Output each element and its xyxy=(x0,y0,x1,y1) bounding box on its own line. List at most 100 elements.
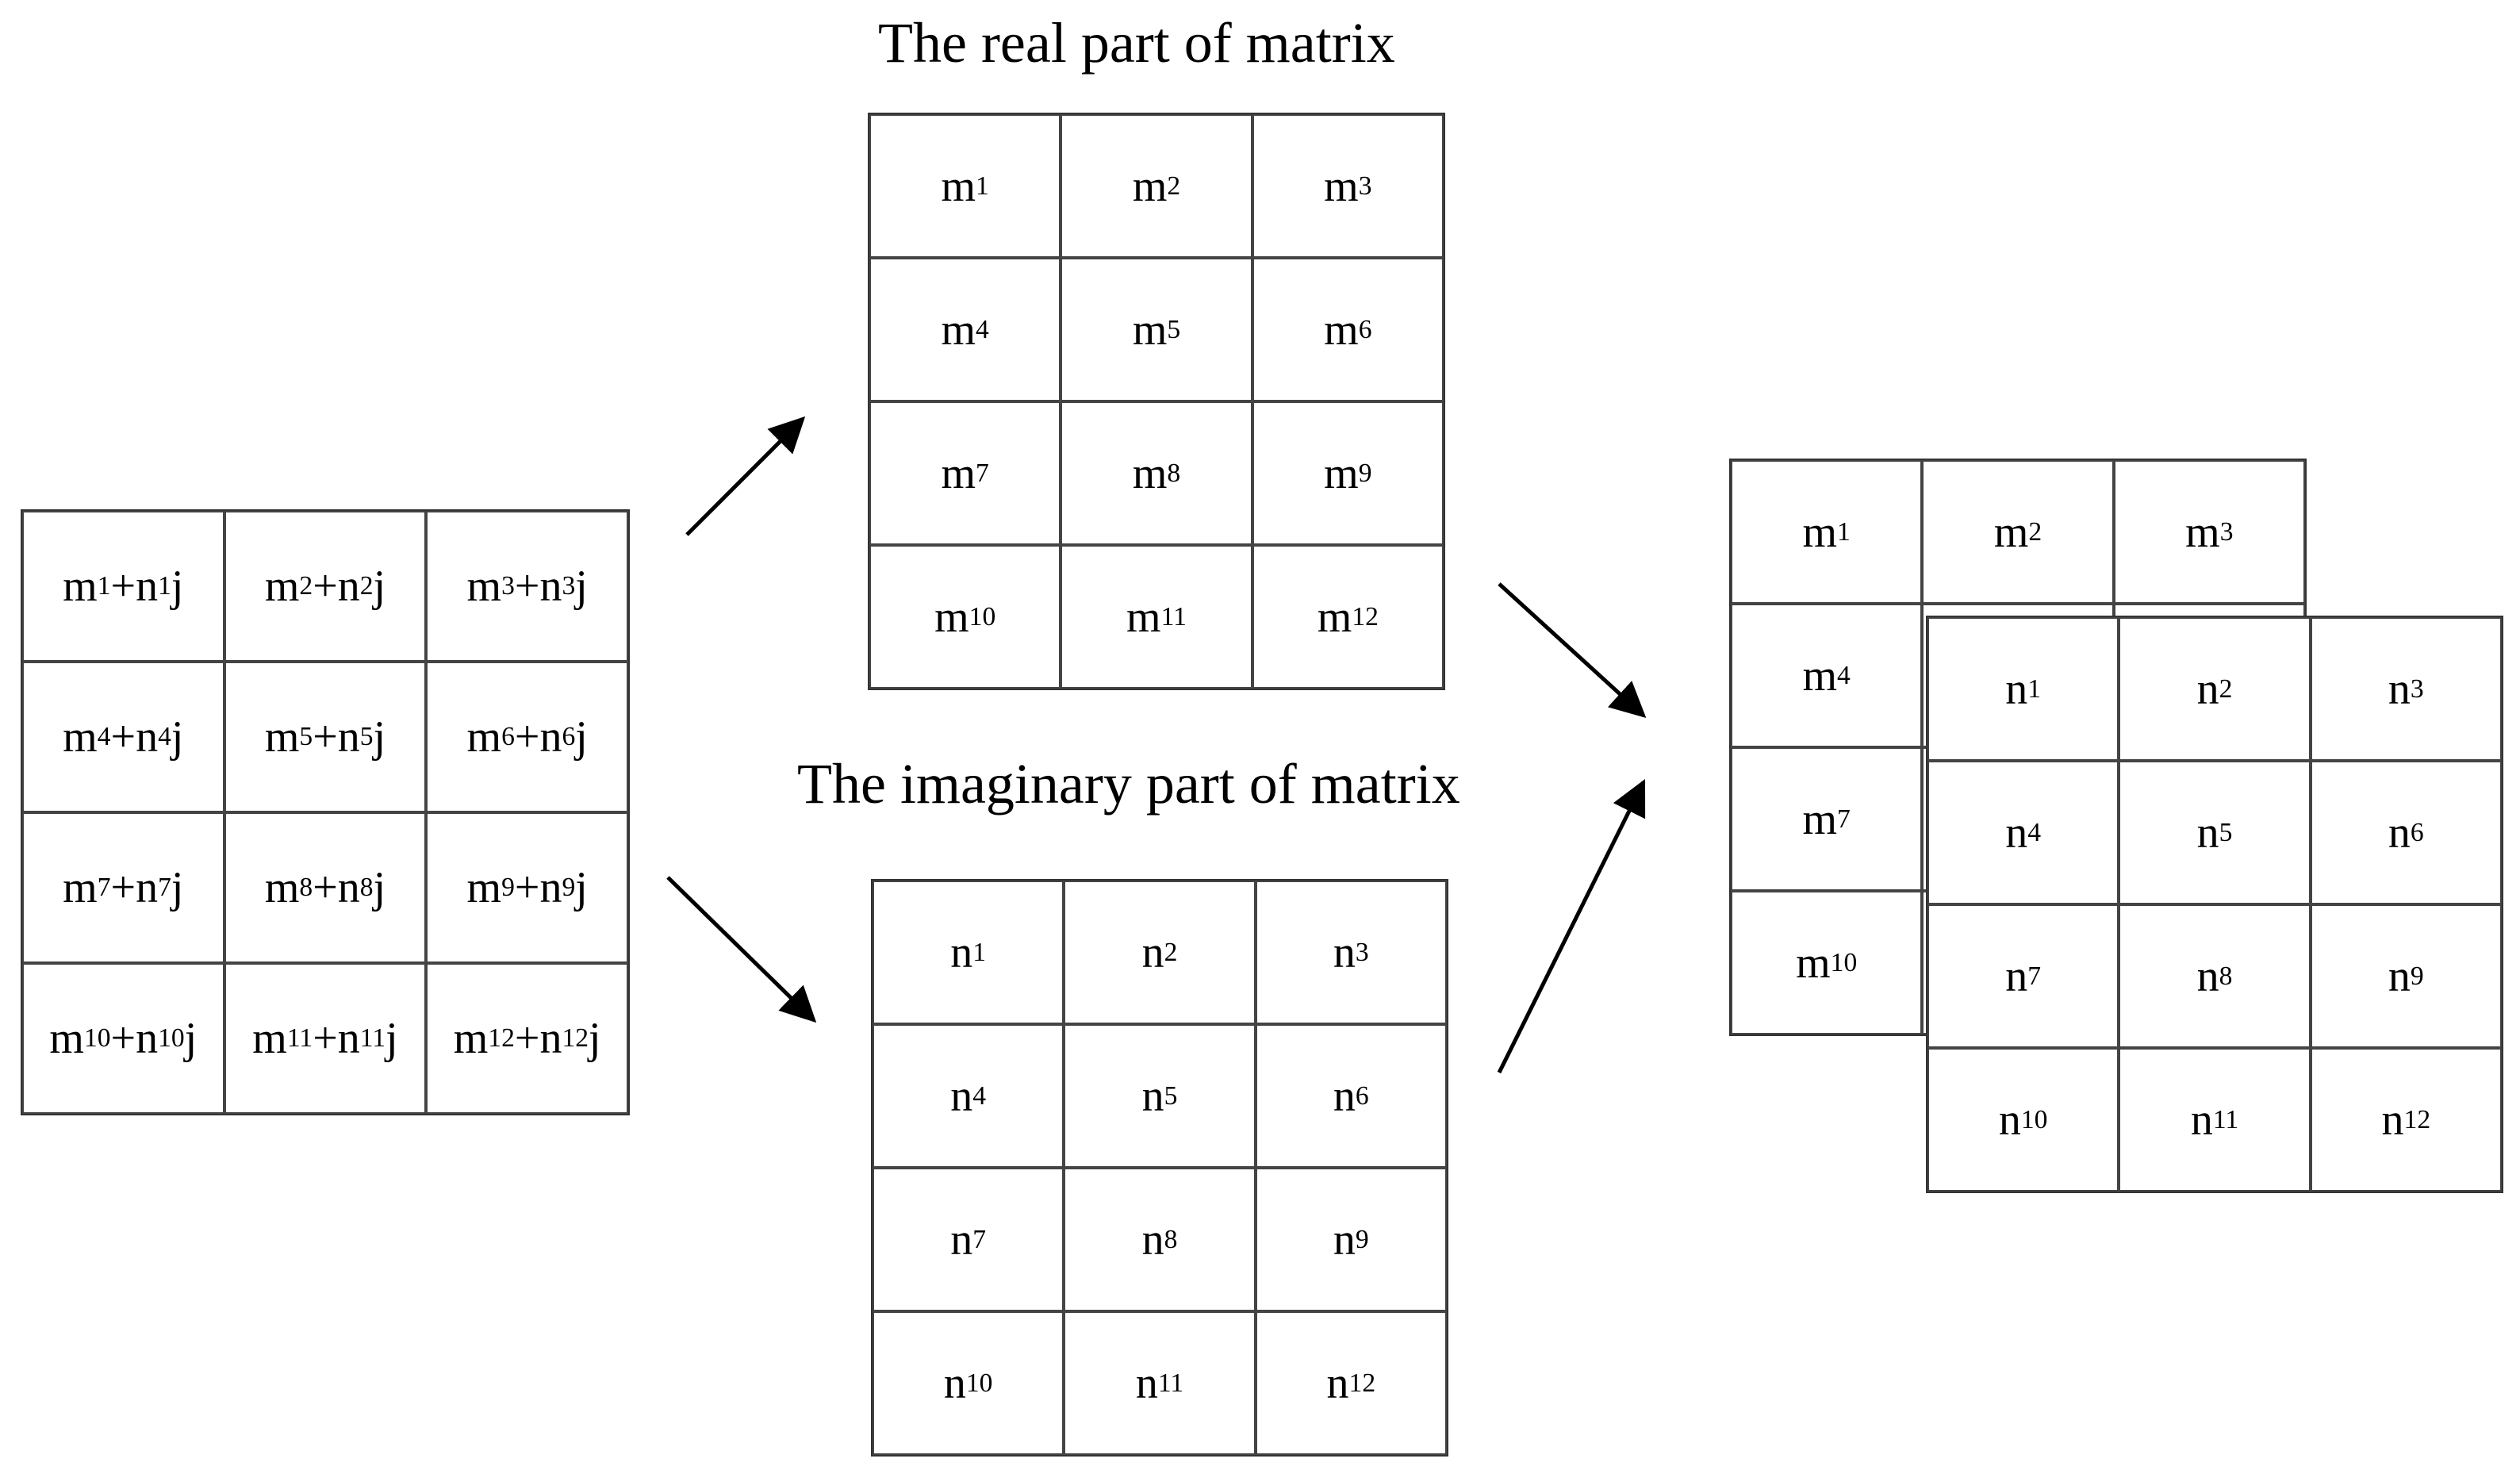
real-cell-subscript: 10 xyxy=(968,601,996,631)
real-cell-base: m xyxy=(1317,592,1352,642)
complex-cell-imag-base: n xyxy=(539,863,562,912)
complex-cell-plus: + xyxy=(514,1014,540,1063)
complex-cell-real-subscript: 11 xyxy=(286,1023,313,1053)
complex-cell-real-subscript: 5 xyxy=(299,722,313,751)
complex-cell-plus: + xyxy=(313,1014,338,1063)
stacked-imaginary-cell-subscript: 3 xyxy=(2410,674,2424,704)
complex-cell-real-subscript: 10 xyxy=(83,1023,111,1053)
complex-cell-plus: + xyxy=(110,1014,136,1063)
imaginary-cell-base: n xyxy=(1333,1215,1356,1265)
imaginary-cell-subscript: 4 xyxy=(972,1080,987,1111)
complex-cell-plus: + xyxy=(313,863,338,912)
complex-cell-j: j xyxy=(575,863,588,912)
real-cell-subscript: 8 xyxy=(1167,458,1181,488)
arrow-to-imaginary xyxy=(666,876,817,1023)
stacked-real-cell-base: m xyxy=(1802,794,1838,844)
imaginary-cell-subscript: 9 xyxy=(1355,1224,1369,1254)
complex-cell-imag-subscript: 5 xyxy=(359,722,374,751)
real-part-title: The real part of matrix xyxy=(878,11,1395,75)
imaginary-cell-subscript: 8 xyxy=(1164,1224,1178,1254)
stacked-imaginary-cell-subscript: 4 xyxy=(2027,817,2042,847)
complex-cell-real-base: m xyxy=(453,1014,489,1063)
imaginary-cell-base: n xyxy=(950,1215,973,1265)
complex-cell-real-base: m xyxy=(63,562,98,611)
imaginary-cell-base: n xyxy=(943,1358,966,1408)
stacked-real-cell-base: m xyxy=(1796,938,1831,988)
imaginary-cell-subscript: 10 xyxy=(965,1368,993,1398)
complex-cell-plus: + xyxy=(110,863,136,912)
complex-cell-imag-base: n xyxy=(337,562,360,611)
real-cell-base: m xyxy=(1132,305,1168,355)
imaginary-cell-subscript: 1 xyxy=(972,937,987,967)
complex-cell-imag-base: n xyxy=(539,1014,562,1063)
arrow-to-real xyxy=(685,416,806,536)
complex-cell-imag-subscript: 7 xyxy=(158,873,171,902)
stacked-imaginary-cell-subscript: 6 xyxy=(2410,817,2424,847)
stacked-real-cell-subscript: 4 xyxy=(1837,660,1851,690)
complex-cell-imag-base: n xyxy=(539,712,562,762)
real-cell-base: m xyxy=(1324,448,1359,498)
complex-cell-real-base: m xyxy=(264,863,300,912)
complex-cell-j: j xyxy=(589,1014,601,1063)
stacked-real-cell-base: m xyxy=(1993,507,2029,557)
imaginary-cell-base: n xyxy=(1333,927,1356,977)
complex-cell-real-subscript: 9 xyxy=(501,873,515,902)
imaginary-cell-subscript: 7 xyxy=(972,1224,987,1254)
stacked-imaginary-cell-base: n xyxy=(2005,664,2028,714)
imaginary-cell-base: n xyxy=(950,1071,973,1121)
arrow-real-to-stack xyxy=(1498,582,1647,719)
imaginary-cell-base: n xyxy=(950,927,973,977)
complex-cell-imag-base: n xyxy=(337,1014,360,1063)
complex-cell-imag-subscript: 8 xyxy=(359,873,374,902)
real-cell-base: m xyxy=(941,161,976,211)
complex-cell-real-subscript: 4 xyxy=(97,722,111,751)
complex-cell-imag-subscript: 4 xyxy=(158,722,171,751)
stacked-imaginary-cell-base: n xyxy=(2196,664,2219,714)
stacked-imaginary-cell-base: n xyxy=(2005,951,2028,1001)
imaginary-part-title: The imaginary part of matrix xyxy=(797,752,1460,816)
complex-cell-real-base: m xyxy=(49,1014,84,1063)
stacked-imaginary-cell-subscript: 11 xyxy=(2212,1104,2239,1134)
complex-cell-real-base: m xyxy=(252,1014,287,1063)
real-cell-base: m xyxy=(1126,592,1161,642)
stacked-imaginary-cell-base: n xyxy=(2381,1095,2404,1145)
complex-cell-real-subscript: 12 xyxy=(488,1023,515,1053)
complex-cell-j: j xyxy=(171,863,184,912)
stacked-imaginary-cell-base: n xyxy=(2190,1095,2213,1145)
complex-cell-imag-base: n xyxy=(539,562,562,611)
real-cell-base: m xyxy=(1324,161,1359,211)
real-cell-base: m xyxy=(941,448,976,498)
real-cell-subscript: 12 xyxy=(1352,601,1379,631)
complex-cell-real-base: m xyxy=(264,712,300,762)
complex-cell-imag-base: n xyxy=(337,863,360,912)
complex-cell-real-base: m xyxy=(264,562,300,611)
complex-cell-real-base: m xyxy=(466,863,502,912)
stacked-real-cell-subscript: 2 xyxy=(2028,516,2042,547)
complex-cell-plus: + xyxy=(110,562,136,611)
imaginary-cell-base: n xyxy=(1141,1071,1164,1121)
